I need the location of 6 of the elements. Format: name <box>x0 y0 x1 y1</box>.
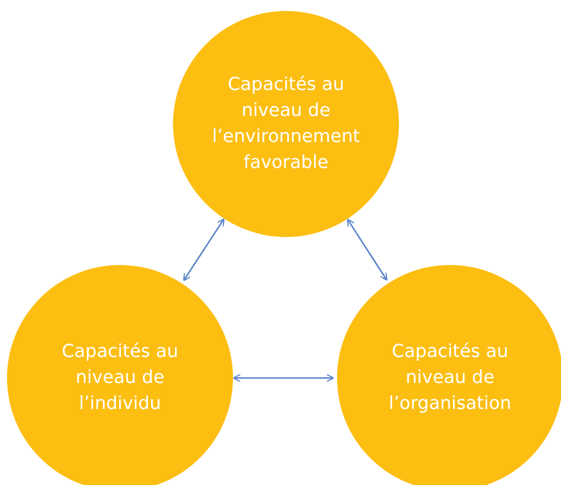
double-arrow <box>232 374 334 382</box>
double-arrow <box>183 218 225 282</box>
node-label: Capacités au niveau de l’environnement favorable <box>211 73 361 175</box>
node-label: Capacités au niveau de l’individu <box>60 340 180 416</box>
node-label: Capacités au niveau de l’organisation <box>388 340 512 416</box>
double-arrow <box>346 218 388 281</box>
